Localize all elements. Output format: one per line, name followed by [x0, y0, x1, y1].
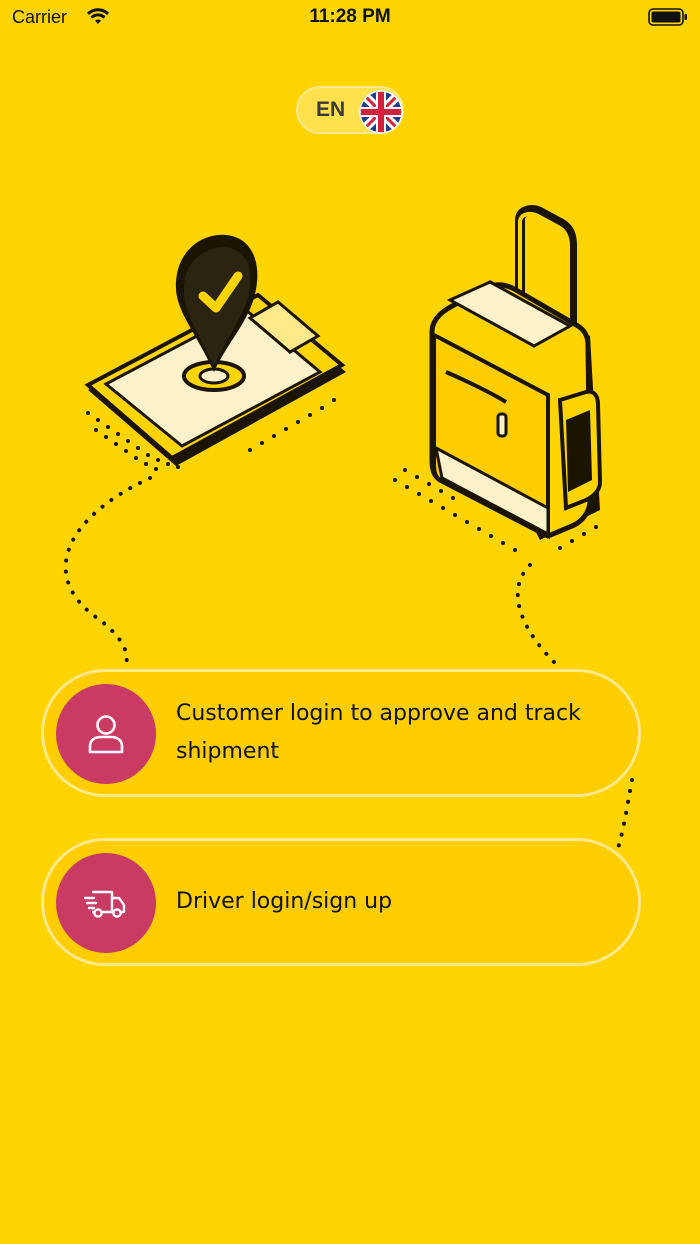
delivery-truck-icon: [84, 890, 126, 918]
customer-icon-circle: [56, 684, 156, 784]
driver-login-button[interactable]: Driver login/sign up: [41, 838, 641, 966]
customer-login-button[interactable]: Customer login to approve and track ship…: [41, 669, 641, 797]
user-icon: [88, 715, 124, 754]
customer-login-label: Customer login to approve and track ship…: [176, 701, 581, 764]
status-bar: Carrier 11:28 PM: [0, 0, 700, 36]
battery-icon: [648, 8, 687, 26]
map-pin-illustration: [175, 234, 258, 392]
suitcase-illustration: [429, 205, 603, 540]
wifi-icon: [87, 8, 109, 24]
driver-icon-circle: [56, 853, 156, 953]
language-selector[interactable]: EN: [296, 86, 404, 134]
driver-login-label: Driver login/sign up: [176, 889, 393, 914]
uk-flag-icon: [359, 90, 403, 134]
dot-shadow: [86, 398, 598, 552]
language-code: EN: [316, 98, 346, 121]
dotted-path: [63, 476, 634, 850]
carrier-label: Carrier: [12, 7, 68, 27]
clock: 11:28 PM: [309, 6, 391, 27]
hero-illustration: [63, 205, 634, 850]
